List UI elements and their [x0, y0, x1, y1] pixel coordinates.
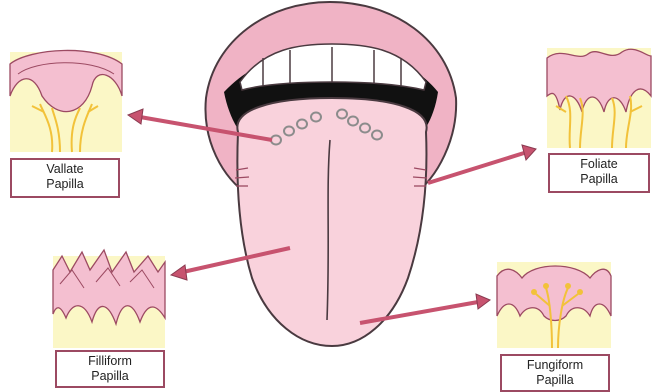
- foliate-label-line2: Papilla: [550, 172, 648, 187]
- fungiform-papilla-illustration: [497, 262, 611, 348]
- vallate-label-line1: Vallate: [12, 162, 118, 177]
- filliform-label: Filliform Papilla: [55, 350, 165, 388]
- fungiform-label-line1: Fungiform: [502, 358, 608, 373]
- vallate-label-line2: Papilla: [12, 177, 118, 192]
- foliate-label-line1: Foliate: [550, 157, 648, 172]
- fungiform-label-line2: Papilla: [502, 373, 608, 388]
- foliate-label: Foliate Papilla: [548, 153, 650, 193]
- filliform-label-line2: Papilla: [57, 369, 163, 384]
- fungiform-label: Fungiform Papilla: [500, 354, 610, 392]
- vallate-papilla-illustration: [10, 50, 122, 152]
- filliform-label-line1: Filliform: [57, 354, 163, 369]
- foliate-papilla-illustration: [547, 48, 651, 148]
- vallate-label: Vallate Papilla: [10, 158, 120, 198]
- filliform-papilla-illustration: [53, 250, 165, 348]
- tongue-body: [237, 98, 426, 346]
- tongue: [235, 98, 427, 346]
